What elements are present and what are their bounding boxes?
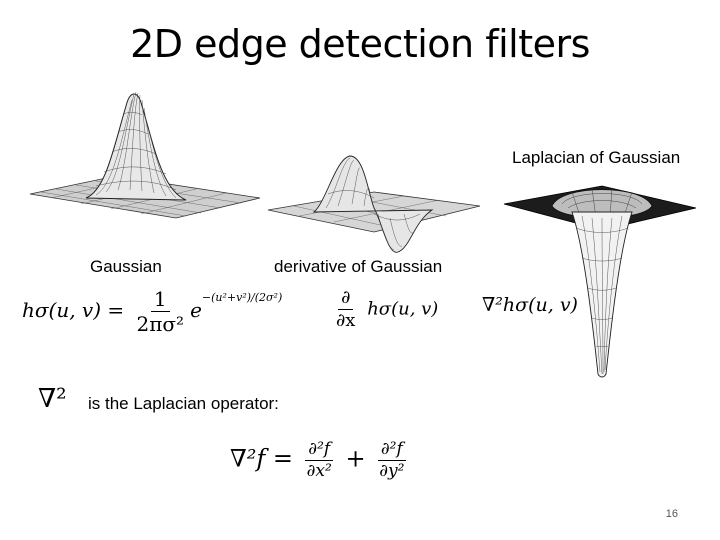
laplacian-of-gaussian-label: Laplacian of Gaussian: [512, 148, 680, 168]
laplacian-definition-lhs: ∇²f =: [230, 445, 293, 473]
gaussian-exponent: −(u²+v²)/(2σ²): [202, 291, 282, 304]
second-partial-x-fraction: ∂²f ∂x²: [304, 440, 335, 480]
partial-x-fraction: ∂ ∂x: [333, 288, 358, 331]
gaussian-formula: hσ(u, v) = 1 2πσ² e−(u²+v²)/(2σ²): [22, 288, 282, 335]
second-partial-y-fraction: ∂²f ∂y²: [376, 440, 407, 480]
derivative-of-gaussian-surface-plot: [264, 152, 484, 262]
derivative-formula-rhs: hσ(u, v): [367, 298, 438, 319]
derivative-formula: ∂ ∂x hσ(u, v): [330, 288, 438, 331]
page-number: 16: [666, 508, 678, 520]
laplacian-of-gaussian-surface-plot: [502, 178, 698, 378]
second-partial-y-denominator: ∂y²: [376, 461, 407, 481]
gaussian-normalizer-denominator: 2πσ²: [134, 312, 188, 335]
laplacian-definition-formula: ∇²f = ∂²f ∂x² + ∂²f ∂y²: [230, 440, 410, 480]
derivative-of-gaussian-label: derivative of Gaussian: [274, 257, 442, 277]
partial-x-denominator: ∂x: [333, 310, 358, 331]
slide-title: 2D edge detection filters: [0, 22, 720, 66]
gaussian-normalizer-numerator: 1: [151, 288, 170, 312]
gaussian-normalizer-fraction: 1 2πσ²: [134, 288, 188, 335]
gaussian-label: Gaussian: [90, 257, 162, 277]
plus-sign: +: [345, 445, 365, 473]
laplacian-of-gaussian-formula: ∇²hσ(u, v): [482, 294, 578, 316]
gaussian-formula-lhs: hσ(u, v) =: [22, 298, 124, 322]
second-partial-x-numerator: ∂²f: [305, 440, 333, 461]
gaussian-surface-plot: [26, 86, 266, 236]
gaussian-exponential-base: e: [190, 298, 202, 322]
partial-x-numerator: ∂: [338, 288, 353, 310]
nabla-squared-symbol: ∇²: [38, 384, 67, 414]
laplacian-operator-text: is the Laplacian operator:: [88, 394, 279, 414]
second-partial-y-numerator: ∂²f: [378, 440, 406, 461]
second-partial-x-denominator: ∂x²: [304, 461, 335, 481]
